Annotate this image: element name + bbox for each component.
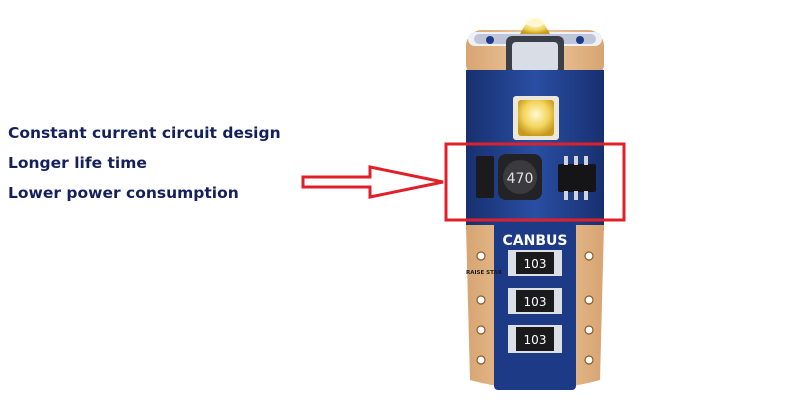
resistor: 103 xyxy=(508,288,562,314)
resistor-marking: 103 xyxy=(524,333,547,347)
led-bulb-illustration: 470 CANBUS RAISE STAR 103 103 103 xyxy=(444,17,626,390)
feature-item: Longer life time xyxy=(8,154,147,172)
bulb-head xyxy=(466,17,604,80)
resistor: 103 xyxy=(508,325,562,353)
feature-item: Lower power consumption xyxy=(8,184,239,202)
pointer-arrow xyxy=(301,165,444,199)
diode xyxy=(476,156,494,198)
inductor-marking: 470 xyxy=(507,171,534,187)
resistor: 103 xyxy=(508,250,562,276)
resistor-marking: 103 xyxy=(524,295,547,309)
resistor-marking: 103 xyxy=(524,257,547,271)
canbus-label: CANBUS xyxy=(503,233,568,249)
wedge-base: CANBUS RAISE STAR 103 103 103 xyxy=(466,222,604,390)
maker-mark: RAISE STAR xyxy=(466,270,503,276)
contact-pads xyxy=(476,251,594,365)
blue-pcb: 470 xyxy=(466,70,604,230)
feature-item: Constant current circuit design xyxy=(8,124,281,142)
highlight-box xyxy=(444,142,626,222)
driver-ic xyxy=(558,164,596,192)
feature-list: Constant current circuit design Longer l… xyxy=(8,122,281,212)
